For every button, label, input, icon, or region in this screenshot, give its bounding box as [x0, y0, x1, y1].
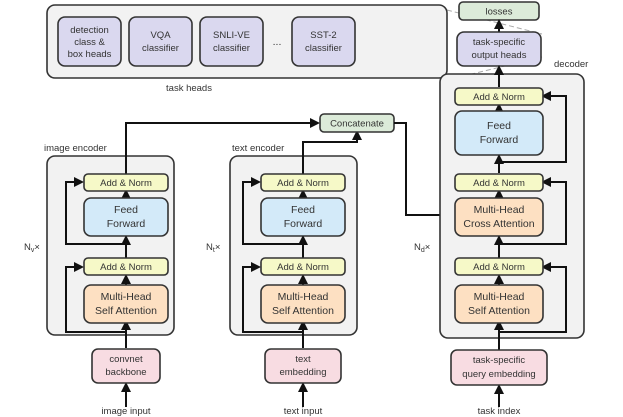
text-add-norm-bottom-label: Add & Norm: [277, 262, 329, 273]
image-encoder-title: image encoder: [44, 143, 107, 154]
text-self-attention-line-2: Self Attention: [272, 305, 334, 317]
vqa-classifier-line-2: classifier: [142, 43, 179, 54]
arrow-concat-to-cross-attention: [394, 122, 455, 220]
text-arrow-to-concat: [302, 130, 362, 174]
losses-box: losses: [458, 1, 540, 21]
text-feed-forward-line-1: Feed: [291, 204, 315, 216]
decoder-feed-forward: Feed Forward: [454, 110, 544, 156]
decoder-add-norm-bottom: Add & Norm: [454, 257, 544, 276]
image-arrow-to-concat: [125, 118, 320, 174]
image-add-norm-top: Add & Norm: [83, 173, 169, 192]
image-self-attention-line-2: Self Attention: [95, 305, 157, 317]
decoder-feed-forward-line-1: Feed: [487, 120, 511, 132]
text-self-attention: Multi-Head Self Attention: [260, 284, 346, 324]
task-heads-panel: detection class & box heads VQA classifi…: [46, 4, 448, 79]
decoder-add-norm-middle: Add & Norm: [454, 173, 544, 192]
task-heads-ellipsis: ...: [273, 36, 282, 48]
decoder-self-attention: Multi-Head Self Attention: [454, 284, 544, 324]
decoder-add-norm-bottom-label: Add & Norm: [473, 262, 525, 273]
image-feed-forward-line-2: Forward: [107, 218, 146, 230]
image-input-label: image input: [101, 406, 150, 417]
image-encoder-repeat: Nv×: [24, 242, 40, 254]
text-add-norm-bottom: Add & Norm: [260, 257, 346, 276]
decoder-label: decoder: [554, 59, 588, 70]
text-embedding-line-2: embedding: [279, 367, 326, 378]
text-add-norm-top: Add & Norm: [260, 173, 346, 192]
decoder-cross-attention: Multi-Head Cross Attention: [454, 197, 544, 237]
sst-2-classifier-box: SST-2 classifier: [291, 16, 356, 67]
query-embedding-line-2: query embedding: [462, 369, 535, 380]
convnet-backbone-line-1: convnet: [109, 354, 143, 365]
task-index-label: task index: [478, 406, 521, 417]
decoder-cross-attention-line-2: Cross Attention: [463, 218, 534, 230]
concatenate-label: Concatenate: [330, 119, 384, 130]
decoder-self-attention-line-2: Self Attention: [468, 305, 530, 317]
output-heads-line-1: task-specific: [473, 37, 526, 48]
decoder-add-norm-top: Add & Norm: [454, 87, 544, 106]
sst-2-classifier-line-1: SST-2: [310, 30, 336, 41]
text-input-label: text input: [284, 406, 323, 417]
text-embedding-line-1: text: [295, 354, 311, 365]
decoder-cross-attention-line-1: Multi-Head: [474, 204, 525, 216]
text-self-attention-line-1: Multi-Head: [278, 291, 329, 303]
decoder-feed-forward-line-2: Forward: [480, 134, 519, 146]
snli-ve-classifier-line-2: classifier: [213, 43, 250, 54]
task-heads-label: task heads: [166, 83, 212, 94]
convnet-backbone-box: convnet backbone: [91, 348, 161, 384]
snli-ve-classifier-line-1: SNLI-VE: [213, 30, 250, 41]
image-add-norm-bottom-label: Add & Norm: [100, 262, 152, 273]
output-heads-box: task-specific output heads: [456, 31, 542, 67]
query-embedding-line-1: task-specific: [473, 355, 526, 366]
vqa-classifier-box: VQA classifier: [128, 16, 193, 67]
text-encoder-title: text encoder: [232, 143, 284, 154]
detection-heads-line-3: box heads: [68, 49, 112, 60]
output-heads-line-2: output heads: [472, 50, 527, 61]
snli-ve-classifier-box: SNLI-VE classifier: [199, 16, 264, 67]
image-feed-forward: Feed Forward: [83, 197, 169, 237]
image-feed-forward-line-1: Feed: [114, 204, 138, 216]
losses-label: losses: [486, 7, 513, 18]
decoder-repeat: Nd×: [414, 242, 430, 254]
concatenate-box: Concatenate: [319, 113, 395, 133]
image-add-norm-top-label: Add & Norm: [100, 178, 152, 189]
text-feed-forward-line-2: Forward: [284, 218, 323, 230]
text-feed-forward: Feed Forward: [260, 197, 346, 237]
convnet-backbone-line-2: backbone: [105, 367, 146, 378]
detection-heads-box: detection class & box heads: [57, 16, 122, 67]
detection-heads-line-2: class &: [74, 37, 105, 48]
decoder-add-norm-top-label: Add & Norm: [473, 92, 525, 103]
text-encoder-repeat: Nt×: [206, 242, 220, 254]
text-embedding-box: text embedding: [264, 348, 342, 384]
image-self-attention: Multi-Head Self Attention: [83, 284, 169, 324]
vqa-classifier-line-1: VQA: [150, 30, 171, 41]
detection-heads-line-1: detection: [70, 25, 109, 36]
decoder-self-attention-line-1: Multi-Head: [474, 291, 525, 303]
image-self-attention-line-1: Multi-Head: [101, 291, 152, 303]
sst-2-classifier-line-2: classifier: [305, 43, 342, 54]
decoder-add-norm-middle-label: Add & Norm: [473, 178, 525, 189]
query-embedding-box: task-specific query embedding: [450, 349, 548, 386]
text-add-norm-top-label: Add & Norm: [277, 178, 329, 189]
image-add-norm-bottom: Add & Norm: [83, 257, 169, 276]
